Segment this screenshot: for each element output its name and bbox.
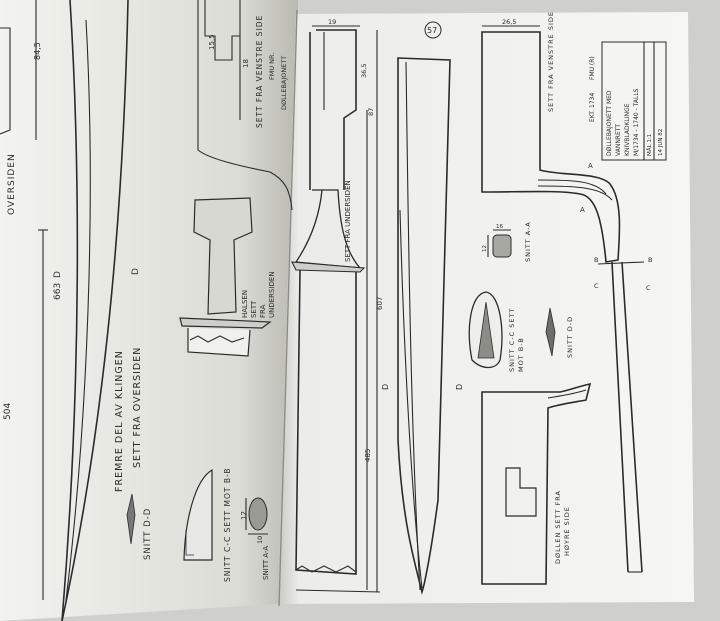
svg-text:A: A: [580, 206, 585, 214]
svg-text:HALSEN: HALSEN: [241, 290, 249, 318]
svg-text:D: D: [455, 384, 464, 390]
svg-text:DØLLEBAJONETT: DØLLEBAJONETT: [280, 56, 288, 110]
svg-text:18: 18: [242, 59, 250, 68]
svg-text:SETT FRA VENSTRE SIDE: SETT FRA VENSTRE SIDE: [547, 11, 555, 112]
oversiden-label: OVERSIDEN: [7, 153, 17, 215]
left-top-detail: 15,5 18 SETT FRA VENSTRE SIDE FMU NR. DØ…: [197, 0, 293, 211]
svg-text:C: C: [594, 282, 599, 290]
svg-text:14 JUN 82: 14 JUN 82: [658, 129, 664, 156]
left-blade-drawing: [0, 0, 129, 621]
section-marker: D: [53, 271, 63, 278]
svg-text:FRA: FRA: [259, 304, 267, 318]
svg-text:SNITT C-C SETT MOT B-B: SNITT C-C SETT MOT B-B: [223, 467, 232, 582]
svg-text:SNITT C-C SETT: SNITT C-C SETT: [508, 308, 516, 372]
svg-text:12: 12: [482, 245, 488, 252]
dim-label: 663: [53, 283, 63, 300]
svg-text:SNITT D-D: SNITT D-D: [143, 508, 153, 560]
svg-text:12: 12: [240, 511, 248, 520]
bayonet-socket-side-view: 26,5 SETT FRA VENSTRE SIDE A A B B C C: [481, 11, 652, 573]
svg-text:DØLLEN SETT FRA: DØLLEN SETT FRA: [554, 490, 562, 564]
dim-label: 84,5: [33, 42, 42, 60]
snitt-aa-section: 12 16 SNITT A-A: [482, 221, 532, 262]
svg-text:MOT B-B: MOT B-B: [517, 337, 525, 372]
svg-text:D: D: [381, 384, 390, 390]
svg-text:MÅL 1:1: MÅL 1:1: [646, 134, 653, 156]
snitt-dd-section-right: SNITT D-D: [545, 307, 574, 358]
svg-text:DØLLEBAJONETT MED: DØLLEBAJONETT MED: [606, 90, 613, 156]
fremre-del-caption: FREMRE DEL AV KLINGEN SETT FRA OVERSIDEN: [114, 347, 143, 492]
svg-text:10: 10: [256, 536, 264, 544]
snitt-cc-section-right: SNITT C-C SETT MOT B-B: [468, 291, 525, 372]
svg-text:M/1734 - 1740 - TALLS: M/1734 - 1740 - TALLS: [633, 88, 640, 156]
svg-text:FREMRE DEL AV KLINGEN: FREMRE DEL AV KLINGEN: [114, 350, 125, 492]
svg-text:EKT. 1734: EKT. 1734: [589, 93, 596, 122]
svg-text:B: B: [648, 256, 652, 264]
svg-text:SETT FRA OVERSIDEN: SETT FRA OVERSIDEN: [132, 347, 143, 468]
snitt-d-d-section: SNITT D-D: [126, 493, 153, 560]
page-number: 57: [424, 21, 442, 39]
svg-text:VANNRETT: VANNRETT: [615, 124, 622, 156]
left-halsen-drawing: HALSEN SETT FRA UNDERSIDEN: [179, 197, 276, 357]
svg-text:87: 87: [367, 108, 375, 116]
svg-text:15,5: 15,5: [208, 34, 216, 50]
snitt-cc-section: SNITT C-C SETT MOT B-B SNITT A-A 12 10: [183, 467, 270, 582]
svg-text:16: 16: [496, 224, 503, 230]
svg-text:SETT FRA UNDERSIDEN: SETT FRA UNDERSIDEN: [344, 180, 352, 262]
svg-text:A: A: [588, 162, 593, 170]
book-spine: [278, 9, 298, 607]
section-marker: D: [131, 268, 141, 275]
dollen-side-view: DØLLEN SETT FRA HØYRE SIDE: [481, 382, 592, 585]
svg-text:B: B: [594, 256, 598, 264]
svg-text:SNITT D-D: SNITT D-D: [566, 316, 574, 358]
svg-text:SNITT A-A: SNITT A-A: [524, 221, 532, 262]
svg-text:UNDERSIDEN: UNDERSIDEN: [268, 271, 276, 318]
left-page: [0, 0, 298, 621]
svg-text:C: C: [646, 284, 651, 292]
svg-text:19: 19: [328, 18, 336, 26]
svg-text:57: 57: [427, 26, 437, 35]
svg-text:SETT: SETT: [250, 300, 258, 318]
bayonet-blade-top-view: D D: [381, 57, 464, 595]
svg-text:36,5: 36,5: [360, 64, 368, 78]
svg-text:607: 607: [376, 297, 384, 310]
svg-text:HØYRE SIDE: HØYRE SIDE: [563, 506, 571, 556]
svg-text:FMU (R): FMU (R): [589, 56, 596, 80]
svg-text:FMU NR.: FMU NR.: [268, 53, 276, 80]
svg-text:26,5: 26,5: [502, 18, 516, 26]
svg-text:KNIVBLADKLINGE: KNIVBLADKLINGE: [624, 103, 631, 156]
left-dimension-lines: 84,5 663 504: [3, 42, 63, 600]
dim-label: 504: [3, 403, 13, 420]
svg-text:SNITT A-A: SNITT A-A: [262, 546, 270, 580]
bayonet-side-view: 19 SETT FRA UNDERSIDEN 36,5 87 607 485: [291, 18, 384, 593]
title-block: EKT. 1734 FMU (R) DØLLEBAJONETT MED VANN…: [589, 41, 667, 161]
svg-text:SETT FRA VENSTRE SIDE: SETT FRA VENSTRE SIDE: [255, 15, 264, 128]
svg-text:485: 485: [364, 449, 372, 462]
